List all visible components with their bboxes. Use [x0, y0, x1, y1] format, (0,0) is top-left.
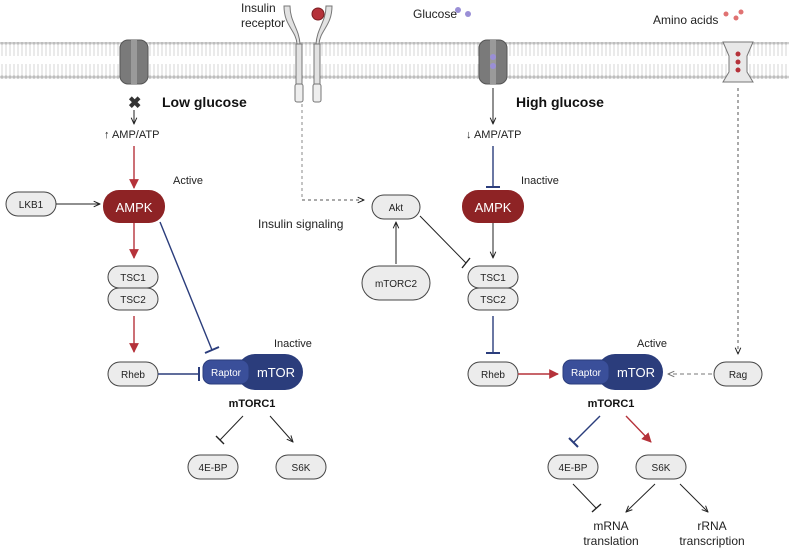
right-4ebp-label: 4E-BP	[559, 463, 588, 474]
left-s6k-node	[275, 454, 327, 480]
insulin-signaling-label: Insulin signaling	[258, 217, 343, 231]
right-ampk-label: AMPK	[475, 200, 512, 215]
left-4ebp-node	[187, 454, 239, 480]
left-rheb-label: Rheb	[121, 370, 145, 381]
akt-label: Akt	[389, 203, 404, 214]
right-raptor-label: Raptor	[571, 368, 602, 379]
left-tsc1-label: TSC1	[120, 273, 146, 284]
right-4ebp-node	[547, 454, 599, 480]
left-tsc2-node	[107, 287, 159, 311]
mrna-translation-label-1: mRNA	[593, 519, 628, 533]
rag-label: Rag	[729, 370, 747, 381]
lkb1-label: LKB1	[19, 200, 44, 211]
left-amp-atp: ↑ AMP/ATP	[104, 129, 159, 141]
right-tsc2-node	[467, 287, 519, 311]
rrna-transcription-label-2: transcription	[679, 534, 744, 548]
left-ampk-state: Active	[173, 175, 203, 187]
akt-node	[371, 194, 421, 220]
block-mark-icon: ✖	[128, 95, 141, 112]
cell-membrane	[0, 42, 789, 80]
glucose-transporter-left	[119, 39, 149, 85]
right-ampk-node	[462, 190, 524, 223]
glucose-label: Glucose	[413, 7, 457, 21]
glucose-transporter-right	[455, 7, 508, 85]
rag-node	[713, 361, 763, 387]
left-ampk-node	[103, 190, 165, 223]
amino-acid-transporter	[722, 9, 754, 83]
low-glucose-title: Low glucose	[162, 94, 247, 110]
insulin-receptor-label-1: Insulin	[241, 1, 276, 15]
high-glucose-title: High glucose	[516, 94, 604, 110]
right-mtorc1-label: mTORC1	[588, 398, 635, 410]
left-s6k-label: S6K	[292, 463, 311, 474]
left-mtorc1-label: mTORC1	[229, 398, 276, 410]
right-mtorc1-state: Active	[637, 338, 667, 350]
right-mtor-label: mTOR	[617, 365, 655, 380]
right-s6k-label: S6K	[652, 463, 671, 474]
mrna-translation-label-2: translation	[583, 534, 638, 548]
right-amp-atp: ↓ AMP/ATP	[466, 129, 521, 141]
right-tsc1-label: TSC1	[480, 273, 506, 284]
right-rheb-label: Rheb	[481, 370, 505, 381]
mtorc2-label: mTORC2	[375, 279, 417, 290]
left-mtor-label: mTOR	[257, 365, 295, 380]
right-ampk-state: Inactive	[521, 175, 559, 187]
right-tsc2-label: TSC2	[480, 295, 506, 306]
amino-acids-label: Amino acids	[653, 13, 718, 27]
left-4ebp-label: 4E-BP	[199, 463, 228, 474]
left-ampk-label: AMPK	[116, 200, 153, 215]
insulin-receptor-icon	[283, 5, 333, 103]
rrna-transcription-label-1: rRNA	[697, 519, 726, 533]
left-raptor-label: Raptor	[211, 368, 242, 379]
left-tsc2-label: TSC2	[120, 295, 146, 306]
right-mtorc1-complex: Raptor mTOR	[562, 354, 663, 390]
right-s6k-node	[635, 454, 687, 480]
left-mtorc1-state: Inactive	[274, 338, 312, 350]
left-mtorc1-complex: Raptor mTOR	[202, 354, 303, 390]
insulin-receptor-label-2: receptor	[241, 16, 285, 30]
mtorc2-node	[361, 265, 431, 301]
